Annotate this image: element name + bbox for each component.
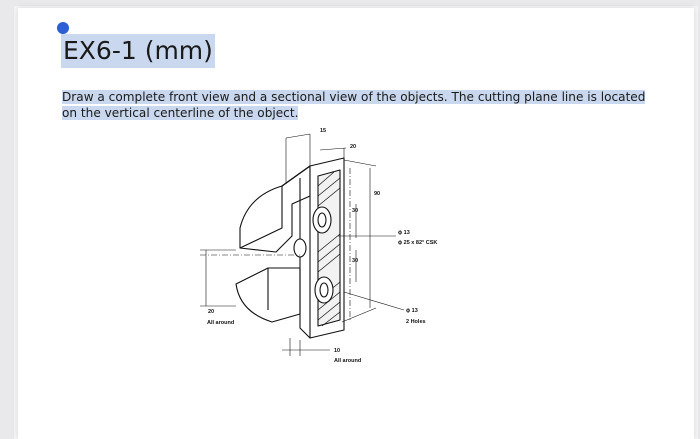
callout-hole-13-b: ϕ 13 bbox=[406, 308, 418, 314]
dim-10: 10 bbox=[334, 348, 340, 354]
dim-15: 15 bbox=[320, 128, 326, 134]
instructions-paragraph[interactable]: Draw a complete front view and a section… bbox=[62, 89, 652, 121]
dim-20-top: 20 bbox=[350, 144, 356, 150]
callout-hole-13-a: ϕ 13 bbox=[398, 230, 410, 236]
all-around-bottom: All around bbox=[334, 358, 361, 364]
callout-csk: ϕ 25 x 82° CSK bbox=[398, 240, 437, 246]
selection-handle[interactable] bbox=[57, 22, 69, 34]
dim-90: 90 bbox=[374, 191, 380, 197]
object-body bbox=[235, 157, 345, 339]
dimension-lines bbox=[200, 133, 405, 356]
dim-30-upper: 30 bbox=[352, 208, 358, 214]
dim-30-lower: 30 bbox=[352, 258, 358, 264]
all-around-left: All around bbox=[207, 320, 234, 326]
centerlines bbox=[200, 168, 351, 322]
dim-20-left: 20 bbox=[208, 309, 214, 315]
callout-holes: 2 Holes bbox=[406, 319, 426, 325]
document-title[interactable]: EX6-1 (mm) bbox=[61, 34, 215, 68]
